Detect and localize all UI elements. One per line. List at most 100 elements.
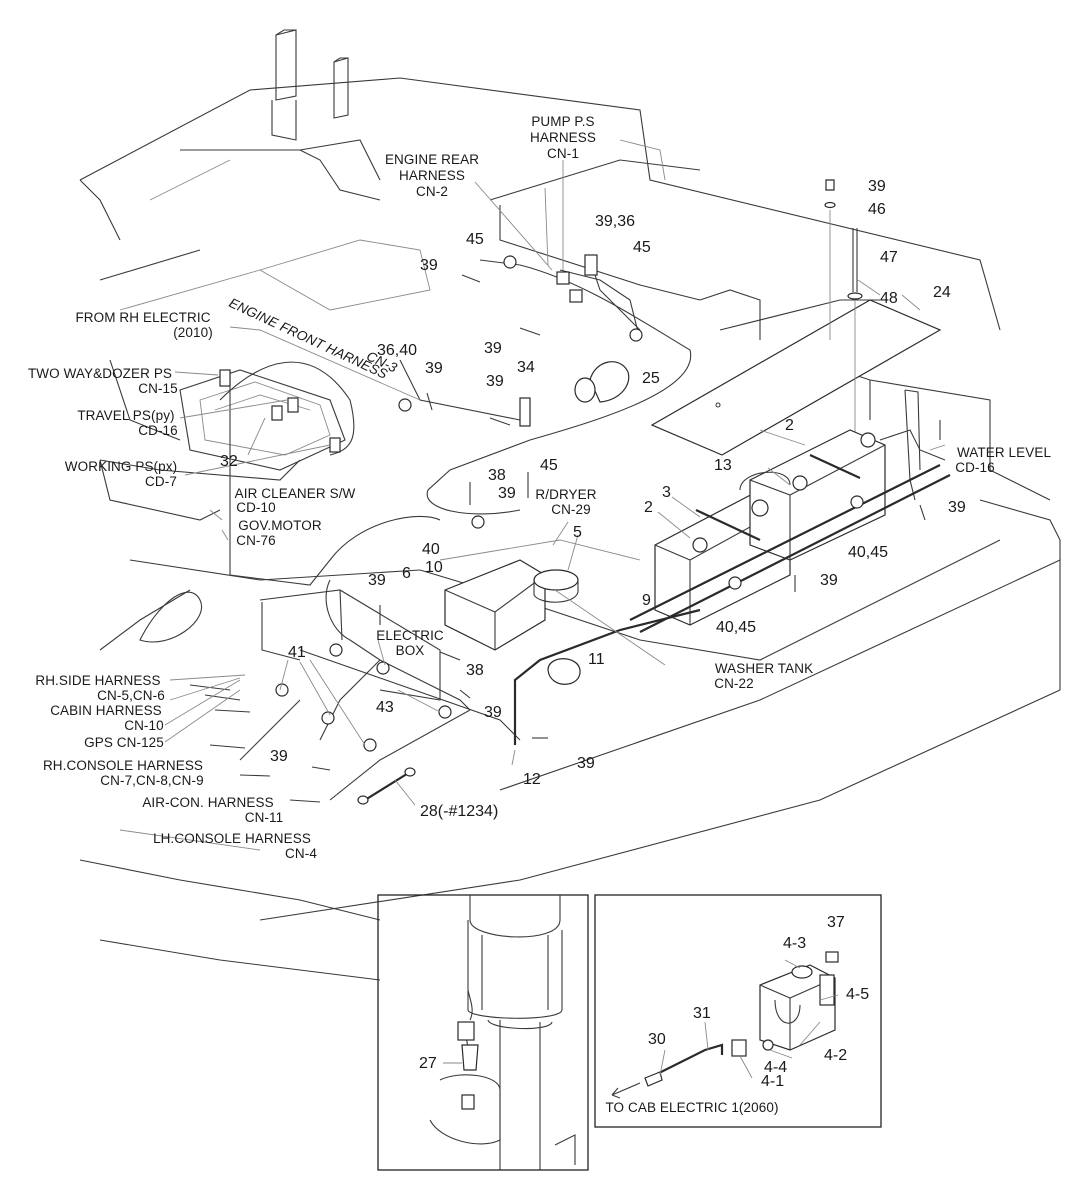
label-electric-box-2: BOX bbox=[396, 643, 425, 658]
callout-39-f: 39 bbox=[498, 485, 516, 502]
callout-48: 48 bbox=[880, 290, 898, 307]
label-rh-side-2: CN-5,CN-6 bbox=[97, 688, 165, 703]
callout-40: 40 bbox=[422, 541, 440, 558]
label-pump-ps-2: HARNESS bbox=[530, 130, 596, 145]
callout-39-a: 39 bbox=[868, 178, 886, 195]
callout-4-3: 4-3 bbox=[783, 935, 806, 952]
callout-39-j: 39 bbox=[484, 704, 502, 721]
label-from-rh-1: FROM RH ELECTRIC bbox=[75, 310, 210, 325]
callout-39-k: 39 bbox=[270, 748, 288, 765]
inset-frame-left bbox=[377, 894, 589, 1171]
label-rh-side-1: RH.SIDE HARNESS bbox=[35, 673, 160, 688]
callout-34: 34 bbox=[517, 359, 535, 376]
inset-frame-right bbox=[594, 894, 882, 1128]
label-engine-front-1: ENGINE FRONT HARNESS bbox=[227, 295, 390, 382]
callout-45-b: 45 bbox=[633, 239, 651, 256]
label-lh-console-2: CN-4 bbox=[285, 846, 317, 861]
label-travel-2: CD-16 bbox=[138, 423, 178, 438]
label-rh-console-2: CN-7,CN-8,CN-9 bbox=[100, 773, 203, 788]
label-cabin-1: CABIN HARNESS bbox=[50, 703, 162, 718]
callout-39-d: 39 bbox=[425, 360, 443, 377]
callout-46: 46 bbox=[868, 201, 886, 218]
callout-30: 30 bbox=[648, 1031, 666, 1048]
callout-27: 27 bbox=[419, 1055, 437, 1072]
label-two-way-2: CN-15 bbox=[138, 381, 178, 396]
part-number-callouts: 39 46 47 48 24 39,36 45 45 39 39 36,40 3… bbox=[220, 178, 966, 1090]
callout-11: 11 bbox=[588, 651, 605, 668]
battery-2 bbox=[749, 429, 886, 561]
label-working-1: WORKING PS(px) bbox=[65, 459, 177, 474]
callout-5: 5 bbox=[573, 524, 582, 541]
label-travel-1: TRAVEL PS(py) bbox=[77, 408, 174, 423]
detail-inset-right bbox=[594, 894, 882, 1128]
callout-38-b: 38 bbox=[466, 662, 484, 679]
callout-40-45-a: 40,45 bbox=[848, 544, 888, 561]
label-aircon-2: CN-11 bbox=[245, 810, 284, 825]
callout-39-b: 39 bbox=[420, 257, 438, 274]
callout-3: 3 bbox=[662, 484, 671, 501]
callout-31: 31 bbox=[693, 1005, 711, 1022]
parts-illustration bbox=[189, 179, 951, 805]
callout-28: 28(-#1234) bbox=[420, 803, 498, 820]
label-washer-tank-1: WASHER TANK bbox=[715, 661, 813, 676]
callout-39-e: 39 bbox=[486, 373, 504, 390]
callout-47: 47 bbox=[880, 249, 898, 266]
callout-9: 9 bbox=[642, 592, 651, 609]
callout-4-4: 4-4 bbox=[764, 1059, 787, 1076]
label-to-cab: TO CAB ELECTRIC 1(2060) bbox=[605, 1100, 778, 1115]
label-lh-console-1: LH.CONSOLE HARNESS bbox=[153, 831, 311, 846]
label-pump-ps-1: PUMP P.S bbox=[531, 114, 594, 129]
label-electric-box-1: ELECTRIC bbox=[376, 628, 444, 643]
callout-45-c: 45 bbox=[540, 457, 558, 474]
label-water-level-1: WATER LEVEL bbox=[957, 445, 1052, 460]
label-rh-console-1: RH.CONSOLE HARNESS bbox=[43, 758, 203, 773]
label-engine-rear-3: CN-2 bbox=[416, 184, 448, 199]
label-rdryer-1: R/DRYER bbox=[535, 487, 596, 502]
label-engine-rear-1: ENGINE REAR bbox=[385, 152, 479, 167]
callout-36-40: 36,40 bbox=[377, 342, 417, 359]
callout-2-b: 2 bbox=[644, 499, 653, 516]
callout-37: 37 bbox=[827, 914, 845, 931]
label-working-2: CD-7 bbox=[145, 474, 177, 489]
label-gov-motor-2: CN-76 bbox=[236, 533, 276, 548]
callout-2-a: 2 bbox=[785, 417, 794, 434]
callout-32: 32 bbox=[220, 453, 238, 470]
callout-39-l: 39 bbox=[577, 755, 595, 772]
callout-41: 41 bbox=[288, 644, 306, 661]
callout-4-1: 4-1 bbox=[761, 1073, 784, 1090]
callout-45-a: 45 bbox=[466, 231, 484, 248]
callout-13: 13 bbox=[714, 457, 732, 474]
label-from-rh-2: (2010) bbox=[173, 325, 213, 340]
callout-39-36: 39,36 bbox=[595, 213, 635, 230]
callout-43: 43 bbox=[376, 699, 394, 716]
label-gov-motor-1: GOV.MOTOR bbox=[238, 518, 322, 533]
label-water-level-2: CD-16 bbox=[955, 460, 995, 475]
label-two-way-1: TWO WAY&DOZER PS bbox=[28, 366, 172, 381]
label-gps: GPS CN-125 bbox=[84, 735, 164, 750]
label-pump-ps-3: CN-1 bbox=[547, 146, 579, 161]
callout-39-c: 39 bbox=[484, 340, 502, 357]
label-washer-tank-2: CN-22 bbox=[714, 676, 754, 691]
callout-6: 6 bbox=[402, 565, 411, 582]
label-cabin-2: CN-10 bbox=[124, 718, 164, 733]
callout-24: 24 bbox=[933, 284, 951, 301]
cover-plate bbox=[650, 299, 942, 456]
connector-labels: PUMP P.S HARNESS CN-1 ENGINE REAR HARNES… bbox=[28, 114, 1052, 1115]
label-engine-rear-2: HARNESS bbox=[399, 168, 465, 183]
detail-inset-left bbox=[377, 894, 589, 1171]
callout-10: 10 bbox=[425, 559, 443, 576]
callout-25: 25 bbox=[642, 370, 660, 387]
callout-40-45-b: 40,45 bbox=[716, 619, 756, 636]
electric-box bbox=[444, 559, 546, 651]
label-air-cleaner-2: CD-10 bbox=[236, 500, 276, 515]
callout-38-a: 38 bbox=[488, 467, 506, 484]
callout-4-5: 4-5 bbox=[846, 986, 869, 1003]
callout-39-h: 39 bbox=[820, 572, 838, 589]
motor bbox=[589, 361, 630, 403]
callout-39-g: 39 bbox=[948, 499, 966, 516]
label-air-cleaner-1: AIR CLEANER S/W bbox=[235, 486, 356, 501]
label-rdryer-2: CN-29 bbox=[551, 502, 591, 517]
callout-4-2: 4-2 bbox=[824, 1047, 847, 1064]
